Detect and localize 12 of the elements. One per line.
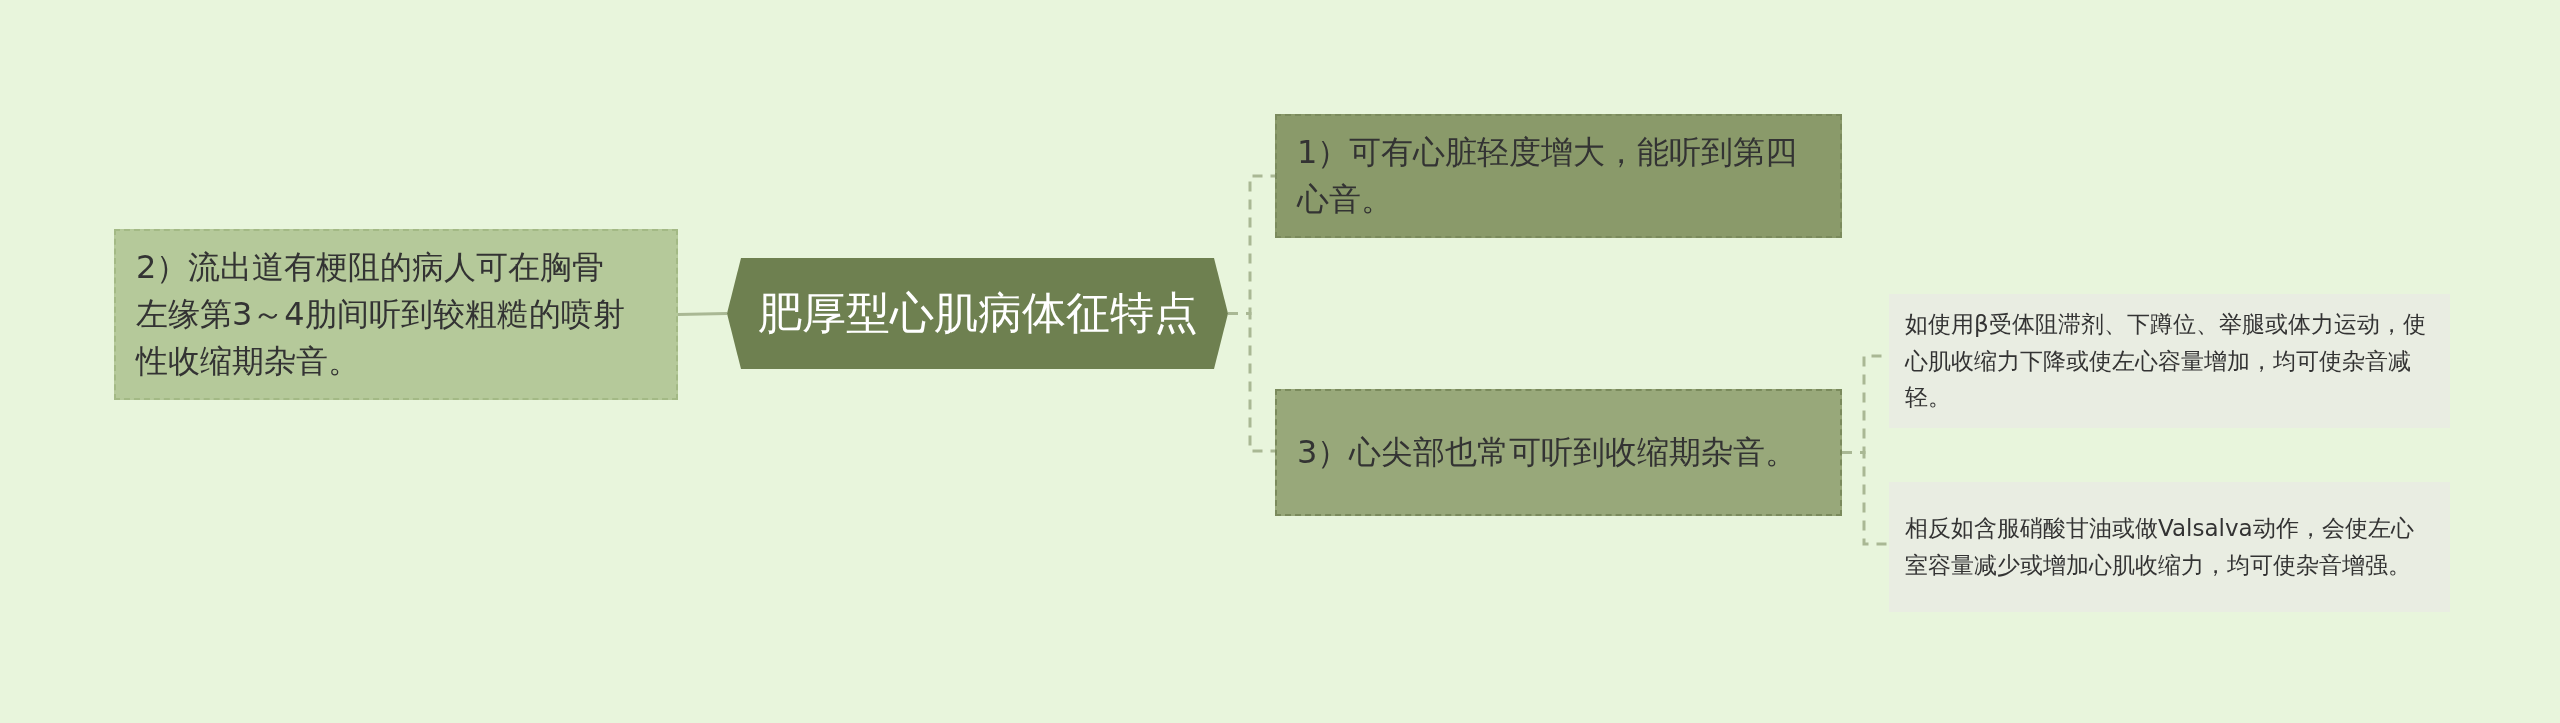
node-text: 如使用β受体阻滞剂、下蹲位、举腿或体力运动，使心肌收缩力下降或使左心容量增加，均可使杂音减轻。 (1905, 309, 2427, 413)
node-text: 3）心尖部也常可听到收缩期杂音。 (1297, 432, 1798, 473)
branch-box (114, 229, 678, 400)
branch-box (1275, 389, 1842, 516)
node-text: 1）可有心脏轻度增大，能听到第四心音。 (1297, 131, 1798, 220)
node-text: 肥厚型心肌病体征特点 (756, 287, 1199, 340)
node-text: 相反如含服硝酸甘油或做Valsalva动作，会使左心室容量减少或增加心肌收缩力，均可使杂音增强。 (1905, 514, 2415, 580)
node-text: 2）流出道有梗阻的病人可在胸骨左缘第3～4肋间听到较粗糙的喷射性收缩期杂音。 (136, 246, 626, 382)
connector-line (1228, 312, 1275, 453)
connector-line (677, 312, 728, 316)
connector-line (1842, 451, 1889, 546)
branch-box (1275, 114, 1842, 238)
